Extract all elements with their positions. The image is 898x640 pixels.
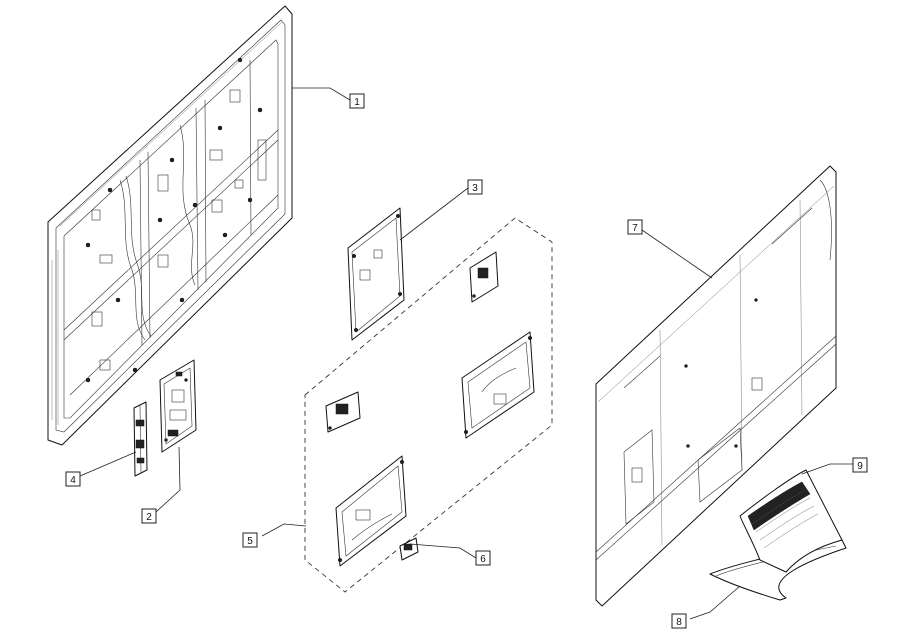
part-5-group-outline <box>304 217 553 593</box>
svg-text:8: 8 <box>676 617 682 628</box>
svg-text:7: 7 <box>632 223 638 234</box>
part-1-panel-chassis <box>47 5 293 446</box>
part-7-rear-cover <box>595 165 837 607</box>
callout-3: 3 <box>467 179 483 195</box>
part-4-key-board <box>133 401 148 477</box>
callout-7: 7 <box>627 219 643 235</box>
svg-text:9: 9 <box>857 461 863 472</box>
part-5-small-bracket-top <box>469 251 499 303</box>
part-3-power-board <box>347 207 405 341</box>
callout-6: 6 <box>475 550 491 566</box>
svg-text:6: 6 <box>480 554 486 565</box>
svg-text:3: 3 <box>472 183 478 194</box>
part-6-small-component <box>399 537 419 561</box>
leader-lines <box>79 87 853 620</box>
svg-text:4: 4 <box>70 475 76 486</box>
part-9-stand-neck <box>739 469 843 573</box>
callout-8: 8 <box>671 613 687 629</box>
callout-4: 4 <box>65 471 81 487</box>
svg-text:5: 5 <box>247 536 253 547</box>
part-5-board-bottom <box>335 455 407 567</box>
callout-1: 1 <box>349 93 365 109</box>
part-2-main-board <box>159 359 197 453</box>
part-5-small-bracket-left <box>325 391 361 433</box>
svg-text:2: 2 <box>146 512 152 523</box>
part-5-board-right <box>461 331 535 439</box>
callout-9: 9 <box>852 457 868 473</box>
callout-5: 5 <box>242 532 258 548</box>
svg-text:1: 1 <box>354 97 360 108</box>
callout-2: 2 <box>141 508 157 524</box>
